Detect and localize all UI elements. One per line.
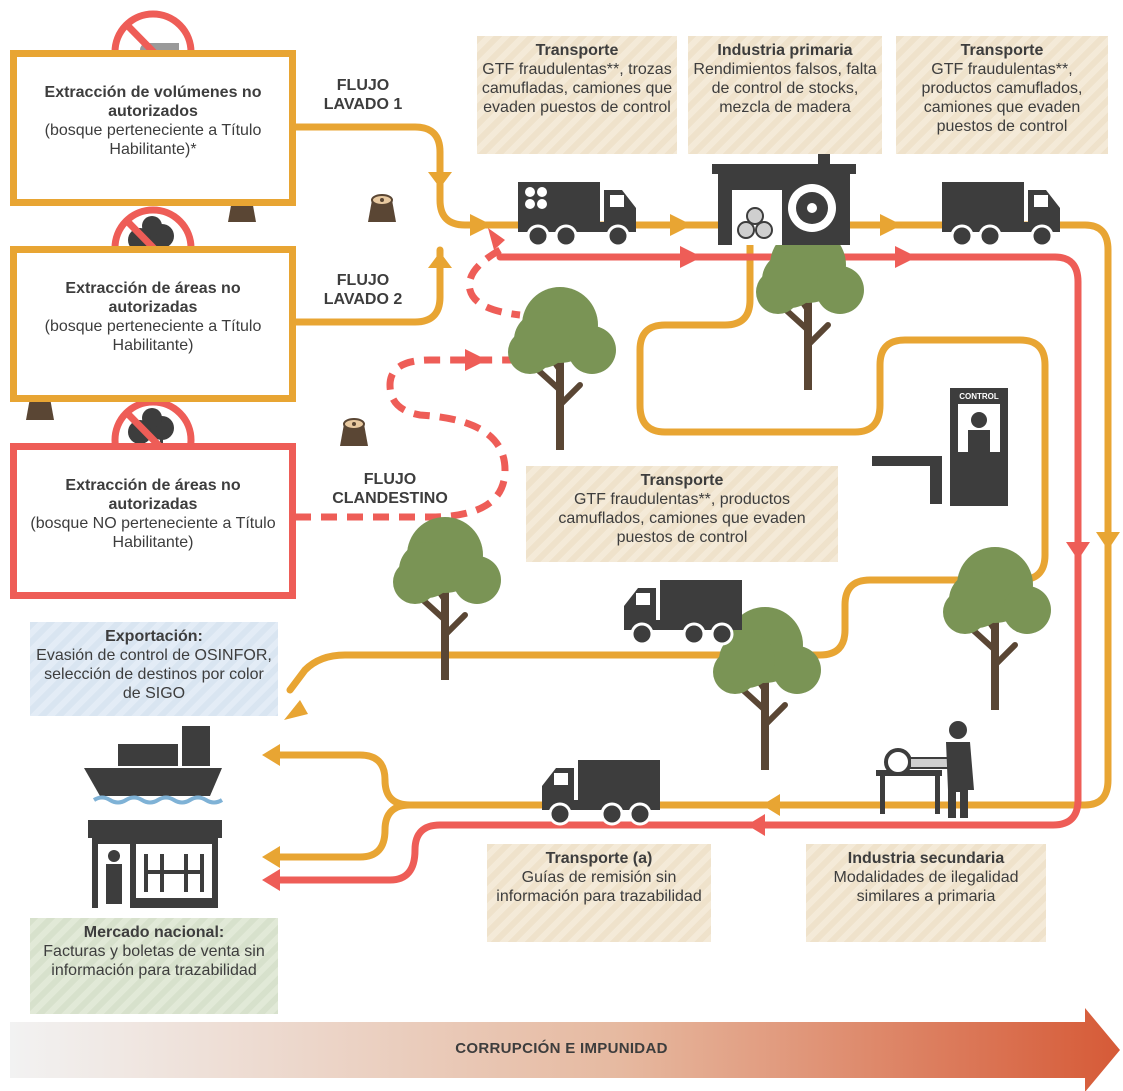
lumber-truck-icon (940, 180, 1062, 248)
stage-title: Mercado nacional: (83, 924, 225, 941)
stage-title: Industria secundaria (847, 850, 1005, 867)
stage-exportacion: Exportación: Evasión de control de OSINF… (30, 622, 278, 716)
source-box-areas-th: Extracción de áreas no autorizadas (bosq… (10, 246, 296, 402)
corruption-impunity-label: CORRUPCIÓN E IMPUNIDAD (455, 1040, 668, 1057)
flow-label-lavado-1: FLUJO LAVADO 1 (323, 77, 403, 113)
stage-title: Transporte (640, 472, 724, 489)
stump-icon (367, 194, 397, 223)
lumber-truck-icon (540, 758, 662, 826)
checkpoint-booth-icon (872, 388, 1008, 506)
source-detail: (bosque NO perteneciente a Título Habili… (30, 515, 276, 551)
stage-detail: GTF fraudulentas**, productos camuflados… (921, 61, 1083, 135)
control-sign: CONTROL (959, 392, 999, 401)
stage-detail: Guías de remisión sin información para t… (496, 869, 702, 905)
stage-detail: Evasión de control de OSINFOR, selección… (36, 647, 272, 702)
stage-detail: Modalidades de ilegalidad similares a pr… (833, 869, 1019, 905)
stage-title: Industria primaria (717, 42, 853, 59)
source-box-areas-no-th: Extracción de áreas no autorizadas (bosq… (10, 443, 296, 599)
source-title: Extracción de volúmenes no autorizados (44, 84, 262, 120)
stage-detail: Facturas y boletas de venta sin informac… (43, 943, 265, 979)
sawmill-icon (712, 150, 856, 245)
stage-mercado-nacional: Mercado nacional: Facturas y boletas de … (30, 918, 278, 1014)
stage-transporte-2: Transporte GTF fraudulentas**, productos… (896, 36, 1108, 154)
stump-icon (339, 418, 369, 447)
flow-label-clandestino: FLUJO CLANDESTINO (332, 471, 448, 507)
stage-detail: GTF fraudulentas**, trozas camufladas, c… (481, 61, 673, 116)
stage-industria-primaria: Industria primaria Rendimientos falsos, … (688, 36, 882, 154)
shop-icon (88, 820, 222, 908)
cargo-ship-icon (84, 726, 224, 805)
stage-detail: Rendimientos falsos, falta de control de… (693, 61, 877, 116)
stage-title: Transporte (535, 42, 619, 59)
stage-transporte-3: Transporte GTF fraudulentas**, productos… (526, 466, 838, 562)
stage-title: Transporte (a) (545, 850, 653, 867)
lumber-truck-icon (622, 578, 744, 646)
source-detail: (bosque perteneciente a Título Habilitan… (44, 318, 262, 354)
source-title: Extracción de áreas no autorizadas (65, 280, 241, 316)
tree-icon (756, 227, 864, 390)
source-detail: (bosque perteneciente a Título Habilitan… (44, 122, 262, 158)
tree-icon (943, 547, 1051, 710)
stage-detail: GTF fraudulentas**, productos camuflados… (558, 491, 806, 546)
stage-title: Transporte (960, 42, 1044, 59)
flow-label-lavado-2: FLUJO LAVADO 2 (323, 272, 403, 308)
stage-industria-secundaria: Industria secundaria Modalidades de ileg… (806, 844, 1046, 942)
corruption-impunity-arrow (10, 1008, 1120, 1091)
secondary-industry-icon (876, 721, 974, 818)
source-title: Extracción de áreas no autorizadas (65, 477, 241, 513)
stage-transporte-1: Transporte GTF fraudulentas**, trozas ca… (477, 36, 677, 154)
stage-title: Exportación: (105, 628, 203, 645)
log-truck-icon (516, 180, 638, 248)
stage-transporte-a: Transporte (a) Guías de remisión sin inf… (487, 844, 711, 942)
tree-icon (508, 287, 616, 450)
source-box-volumes: Extracción de volúmenes no autorizados (… (10, 50, 296, 206)
